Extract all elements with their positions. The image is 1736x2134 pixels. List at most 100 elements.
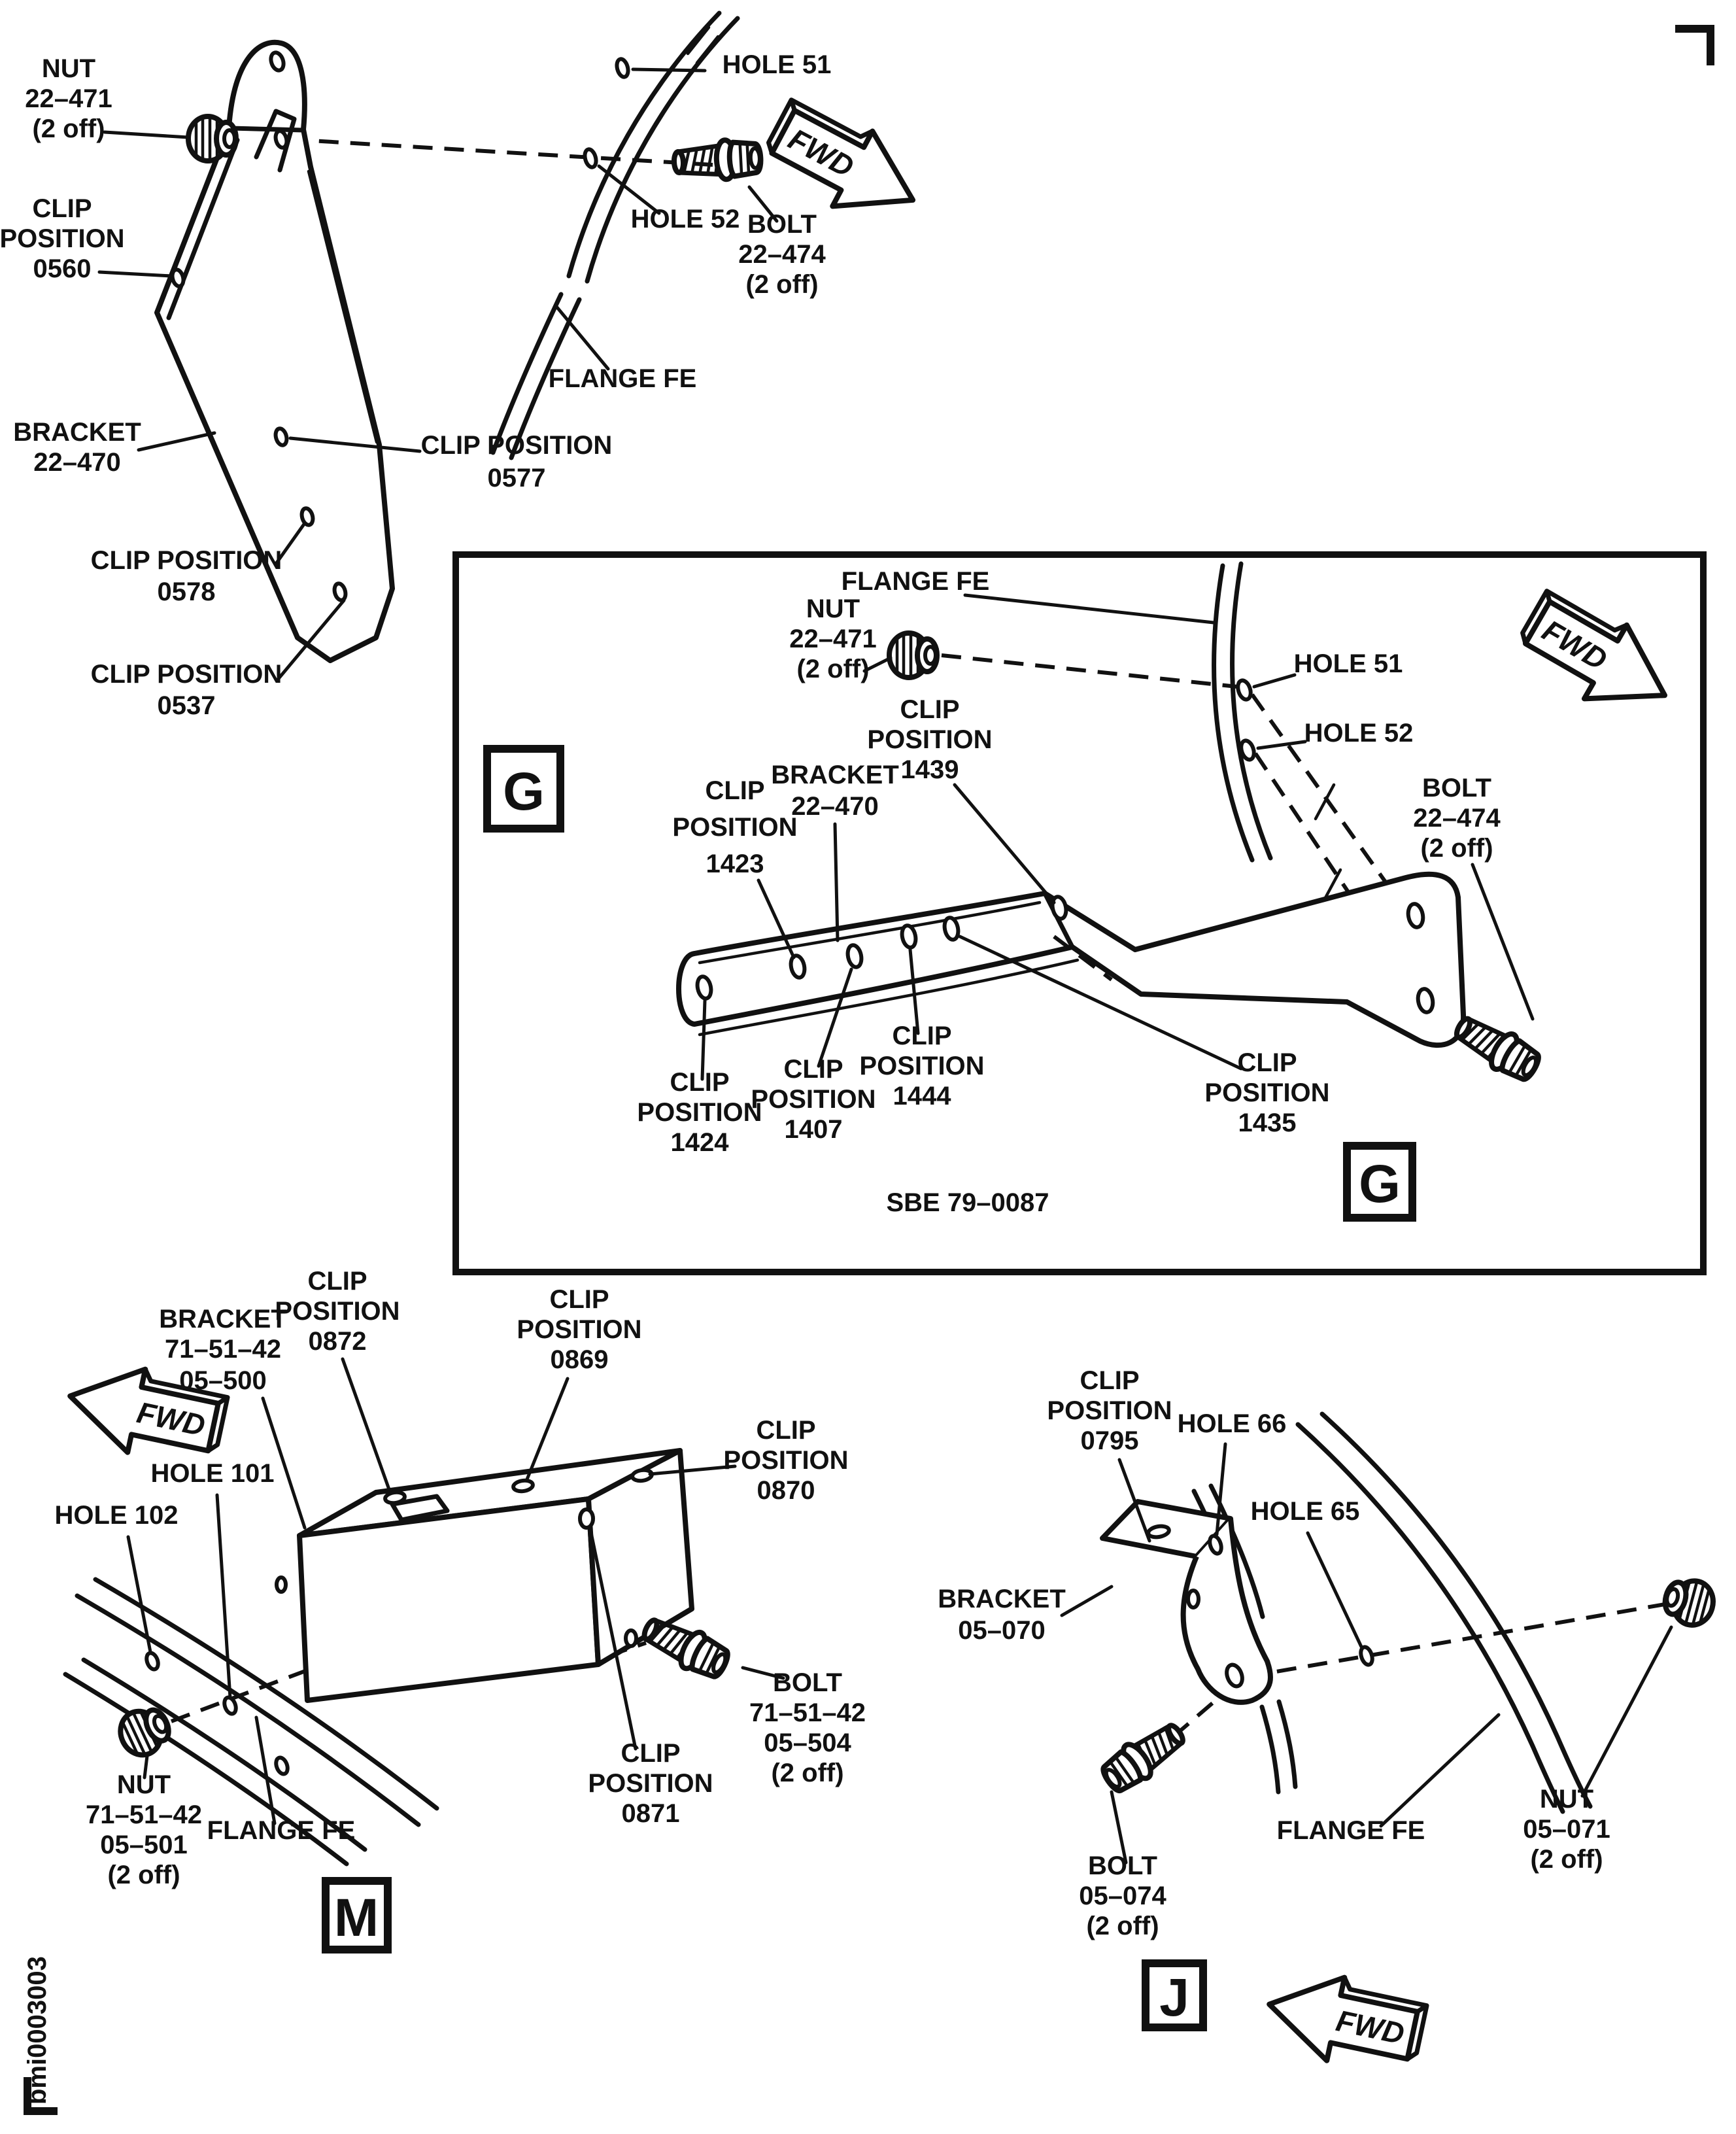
- label-hole-52: HOLE 52: [1304, 719, 1414, 748]
- fwd-arrow: FWD: [1510, 582, 1686, 733]
- label-nut: NUT: [1540, 1785, 1593, 1814]
- label-clip-0560: POSITION: [0, 224, 125, 253]
- label-bolt: BOLT: [773, 1668, 842, 1697]
- label-hole-52: HOLE 52: [631, 205, 740, 233]
- label-clip-0871: CLIP: [621, 1739, 680, 1768]
- view-letter-j: J: [1159, 1968, 1189, 2027]
- label-clip-1435: 1435: [1238, 1109, 1297, 1137]
- label-clip-1423: POSITION: [672, 813, 797, 842]
- centerline-dashed: [1172, 1602, 1669, 1738]
- tab-hole: [269, 50, 286, 73]
- label-hole-102: HOLE 102: [55, 1501, 179, 1530]
- hole-51: [1236, 678, 1253, 702]
- view-letter-g: G: [503, 762, 545, 821]
- label-clip-0795: CLIP: [1080, 1366, 1139, 1395]
- clip-hole-1424: [695, 974, 713, 1001]
- view-letter-box-m: M: [322, 1877, 392, 1953]
- view-letter-box-g: G: [1343, 1142, 1416, 1222]
- view-letter-m: M: [334, 1888, 379, 1948]
- leader-lines: [126, 1357, 785, 1825]
- bolt-05-504: [638, 1610, 733, 1683]
- label-bolt-pn: 22–474: [1413, 804, 1501, 833]
- label-clip-0872: 0872: [309, 1327, 367, 1356]
- label-nut-qty: (2 off): [32, 114, 105, 143]
- label-clip-1444: POSITION: [859, 1052, 984, 1080]
- bracket-05-070-drawing: [1100, 1499, 1274, 1705]
- label-bolt: BOLT: [1422, 774, 1491, 802]
- label-clip-1424: POSITION: [637, 1098, 762, 1127]
- fwd-arrow: FWD: [61, 1355, 230, 1470]
- label-nut-pn: 05–071: [1523, 1815, 1610, 1844]
- label-bolt: BOLT: [747, 210, 817, 239]
- face-hole: [275, 1575, 288, 1594]
- label-hole-51: HOLE 51: [723, 50, 832, 79]
- label-clip-1435: CLIP: [1237, 1048, 1297, 1077]
- label-clip-0869: CLIP: [549, 1285, 609, 1314]
- bolt-hole: [1225, 1662, 1244, 1689]
- hole-101: [222, 1695, 238, 1716]
- label-clip-1435: POSITION: [1204, 1078, 1329, 1107]
- bolt-hole: [624, 1628, 638, 1648]
- label-bracket: BRACKET: [13, 418, 141, 447]
- label-clip-1424: 1424: [671, 1128, 730, 1157]
- label-nut-pn: 05–501: [100, 1831, 187, 1859]
- clip-hole-0577: [273, 426, 289, 447]
- label-bolt-pn: 05–504: [764, 1729, 851, 1757]
- clip-hole-0560: [170, 267, 186, 288]
- label-bolt-qty: (2 off): [1086, 1912, 1159, 1940]
- label-nut: NUT: [117, 1770, 171, 1799]
- label-nut-qty: (2 off): [107, 1861, 180, 1889]
- label-clip-0869: POSITION: [517, 1315, 641, 1344]
- view-letter-box-g: G: [483, 745, 564, 833]
- label-clip-0871: POSITION: [588, 1769, 713, 1798]
- page-corner-mark-bottom-left: [24, 2077, 58, 2115]
- flange-fe-arcs: [1191, 1411, 1593, 1814]
- leader-lines: [700, 593, 1535, 1081]
- clip-hole-0871: [578, 1507, 595, 1530]
- clip-hole-1435: [942, 916, 961, 942]
- label-bracket-pn: 05–070: [958, 1616, 1045, 1645]
- label-clip-0870: POSITION: [723, 1446, 848, 1475]
- label-nut-pn: 22–471: [789, 625, 876, 653]
- label-clip-0578: CLIP POSITION: [91, 546, 282, 575]
- clip-hole-1407: [845, 943, 864, 969]
- bolt-hole-upper: [1406, 902, 1425, 929]
- nut-05-071: [1660, 1574, 1718, 1630]
- page-corner-mark-top-right: [1675, 25, 1714, 65]
- view-g-inset: FWD FLANGE FE NUT 22–471 (2 off) CLIP PO…: [452, 551, 1707, 1275]
- nut-line-hole: [273, 129, 289, 150]
- inset-caption: SBE 79–0087: [886, 1188, 1049, 1217]
- label-bolt-qty: (2 off): [745, 270, 818, 299]
- label-clip-1424: CLIP: [670, 1068, 729, 1097]
- label-clip-0871: 0871: [622, 1799, 680, 1828]
- label-nut: NUT: [806, 594, 860, 623]
- label-clip-1407: 1407: [785, 1115, 843, 1144]
- bolt-22-474: [1450, 1009, 1544, 1086]
- label-clip-0560: 0560: [33, 254, 92, 283]
- view-m: FWD BRACKET 71–51–42 05–500 CLIP POSITIO…: [55, 1267, 866, 1953]
- label-clip-1407: POSITION: [751, 1085, 876, 1114]
- label-bolt-pn: 05–074: [1079, 1882, 1166, 1910]
- clip-hole-0869: [511, 1478, 535, 1494]
- flange-fe-arcs: [1212, 561, 1273, 863]
- label-nut-qty: (2 off): [1530, 1845, 1603, 1874]
- label-flange-fe: FLANGE FE: [842, 567, 990, 596]
- flange-hole: [274, 1755, 290, 1776]
- view-g-main: FWD NUT 22–471 (2 off) CLIP POSITION 056…: [0, 10, 932, 833]
- leader-lines: [97, 67, 779, 682]
- label-clip-0869: 0869: [551, 1345, 609, 1374]
- clip-hole-1444: [900, 923, 918, 950]
- label-bolt-qty: (2 off): [1420, 834, 1493, 863]
- label-clip-0577: 0577: [488, 464, 546, 492]
- label-clip-0537: 0537: [158, 691, 216, 720]
- nut-22-471: [188, 116, 236, 161]
- hole-66: [1208, 1534, 1223, 1556]
- bracket-05-500-drawing: [275, 1448, 694, 1703]
- label-clip-0870: 0870: [757, 1476, 815, 1505]
- label-clip-0870: CLIP: [756, 1416, 815, 1445]
- clip-hole-0578: [299, 506, 315, 527]
- label-nut-pn: 22–471: [25, 84, 112, 113]
- bolt-hole-lower: [1416, 987, 1435, 1014]
- label-clip-1423: 1423: [706, 850, 764, 878]
